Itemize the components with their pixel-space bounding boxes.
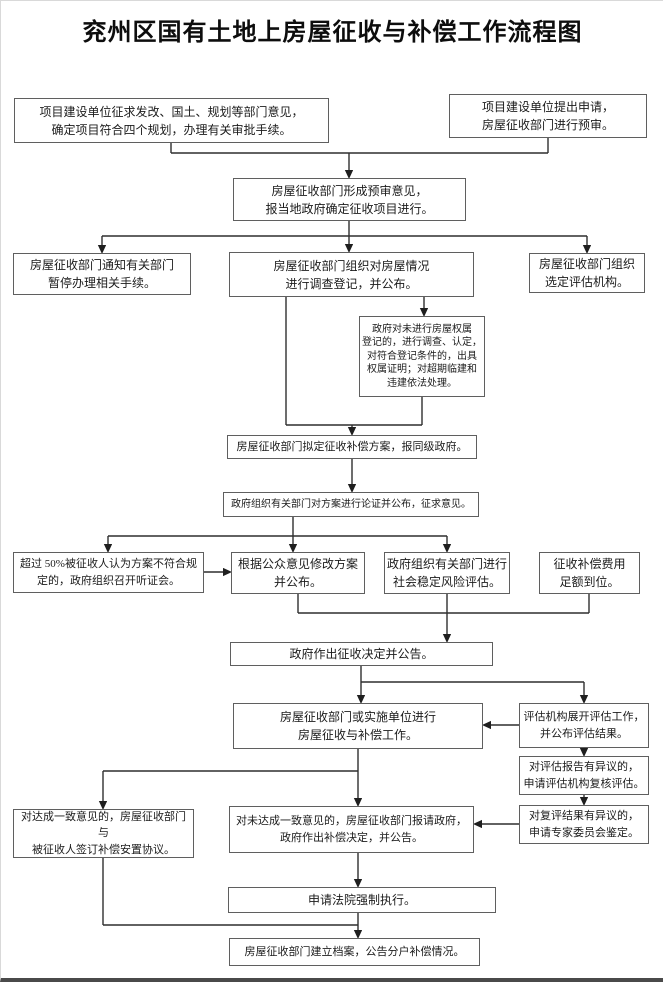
node-social-stability-risk-assessment: 政府组织有关部门进行 社会稳定风险评估。: [384, 552, 510, 594]
node-draft-compensation-plan: 房屋征收部门拟定征收补偿方案，报同级政府。: [227, 435, 477, 459]
node-select-appraisal-agency: 房屋征收部门组织 选定评估机构。: [529, 253, 645, 293]
node-hearing-over-50-percent: 超过 50%被征收人认为方案不符合规 定的，政府组织召开听证会。: [13, 552, 204, 593]
node-court-enforcement: 申请法院强制执行。: [228, 887, 496, 913]
node-appraisal-review-objection: 对评估报告有异议的， 申请评估机构复核评估。: [519, 756, 649, 795]
node-suspend-procedures: 房屋征收部门通知有关部门 暂停办理相关手续。: [13, 253, 191, 295]
node-archives-household-compensation-publicity: 房屋征收部门建立档案，公告分户补偿情况。: [229, 938, 480, 966]
node-appraisal-work-results: 评估机构展开评估工作， 并公布评估结果。: [519, 703, 649, 748]
node-expert-committee-appraisal: 对复评结果有异议的， 申请专家委员会鉴定。: [519, 805, 649, 844]
node-preliminary-review-opinion: 房屋征收部门形成预审意见， 报当地政府确定征收项目进行。: [233, 178, 466, 221]
node-compensation-funds-in-place: 征收补偿费用 足额到位。: [539, 552, 640, 594]
node-revise-plan-public-opinion: 根据公众意见修改方案 并公布。: [231, 552, 365, 594]
node-house-survey-registration: 房屋征收部门组织对房屋情况 进行调查登记，并公布。: [229, 252, 474, 297]
node-plan-demonstration-publicity: 政府组织有关部门对方案进行论证并公布，征求意见。: [223, 492, 479, 517]
node-expropriation-decision-announcement: 政府作出征收决定并公告。: [230, 642, 493, 666]
node-unregistered-property-handling: 政府对未进行房屋权属 登记的，进行调查、认定， 对符合登记条件的，出具 权属证明…: [359, 316, 485, 397]
node-project-consult-departments: 项目建设单位征求发改、国土、规划等部门意见， 确定项目符合四个规划，办理有关审批…: [14, 98, 329, 143]
node-implement-expropriation-compensation: 房屋征收部门或实施单位进行 房屋征收与补偿工作。: [233, 703, 483, 749]
page-title: 兖州区国有土地上房屋征收与补偿工作流程图: [82, 20, 583, 46]
node-government-compensation-decision: 对未达成一致意见的，房屋征收部门报请政府， 政府作出补偿决定，并公告。: [229, 806, 474, 853]
node-signed-compensation-agreement: 对达成一致意见的，房屋征收部门与 被征收人签订补偿安置协议。: [13, 809, 194, 858]
node-project-application: 项目建设单位提出申请， 房屋征收部门进行预审。: [449, 94, 647, 138]
